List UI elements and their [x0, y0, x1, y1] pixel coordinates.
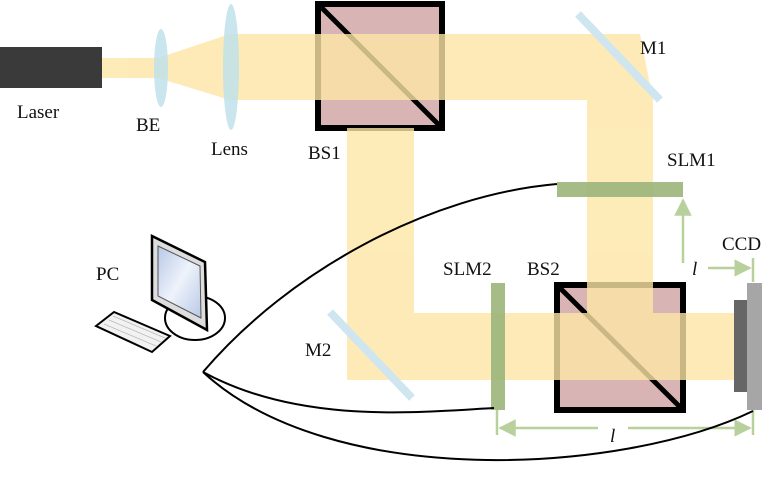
label-ccd: CCD [722, 234, 761, 255]
mirror-m1 [575, 11, 663, 103]
laser-beam [102, 34, 735, 380]
beam-expander-lens [154, 29, 168, 107]
label-distance-vertical: l [692, 259, 697, 280]
control-cables [202, 183, 754, 462]
label-laser: Laser [17, 102, 60, 123]
label-lens: Lens [211, 139, 248, 160]
ccd-sensor [734, 300, 747, 392]
label-be: BE [136, 115, 160, 136]
ccd-body [747, 283, 762, 410]
label-pc: PC [96, 264, 119, 285]
label-bs2: BS2 [527, 259, 560, 280]
label-bs1: BS1 [308, 143, 341, 164]
focusing-lens [223, 4, 239, 130]
slm2 [491, 283, 505, 410]
mirror-m2 [327, 309, 415, 401]
laser-source [0, 47, 102, 88]
dimension-markers [495, 198, 755, 437]
label-slm1: SLM1 [667, 150, 716, 171]
label-m1: M1 [640, 38, 666, 59]
slm1 [557, 182, 683, 197]
pc-computer-icon [94, 233, 226, 354]
label-slm2: SLM2 [443, 259, 492, 280]
label-m2: M2 [305, 340, 331, 361]
label-distance-horizontal: l [610, 426, 615, 447]
